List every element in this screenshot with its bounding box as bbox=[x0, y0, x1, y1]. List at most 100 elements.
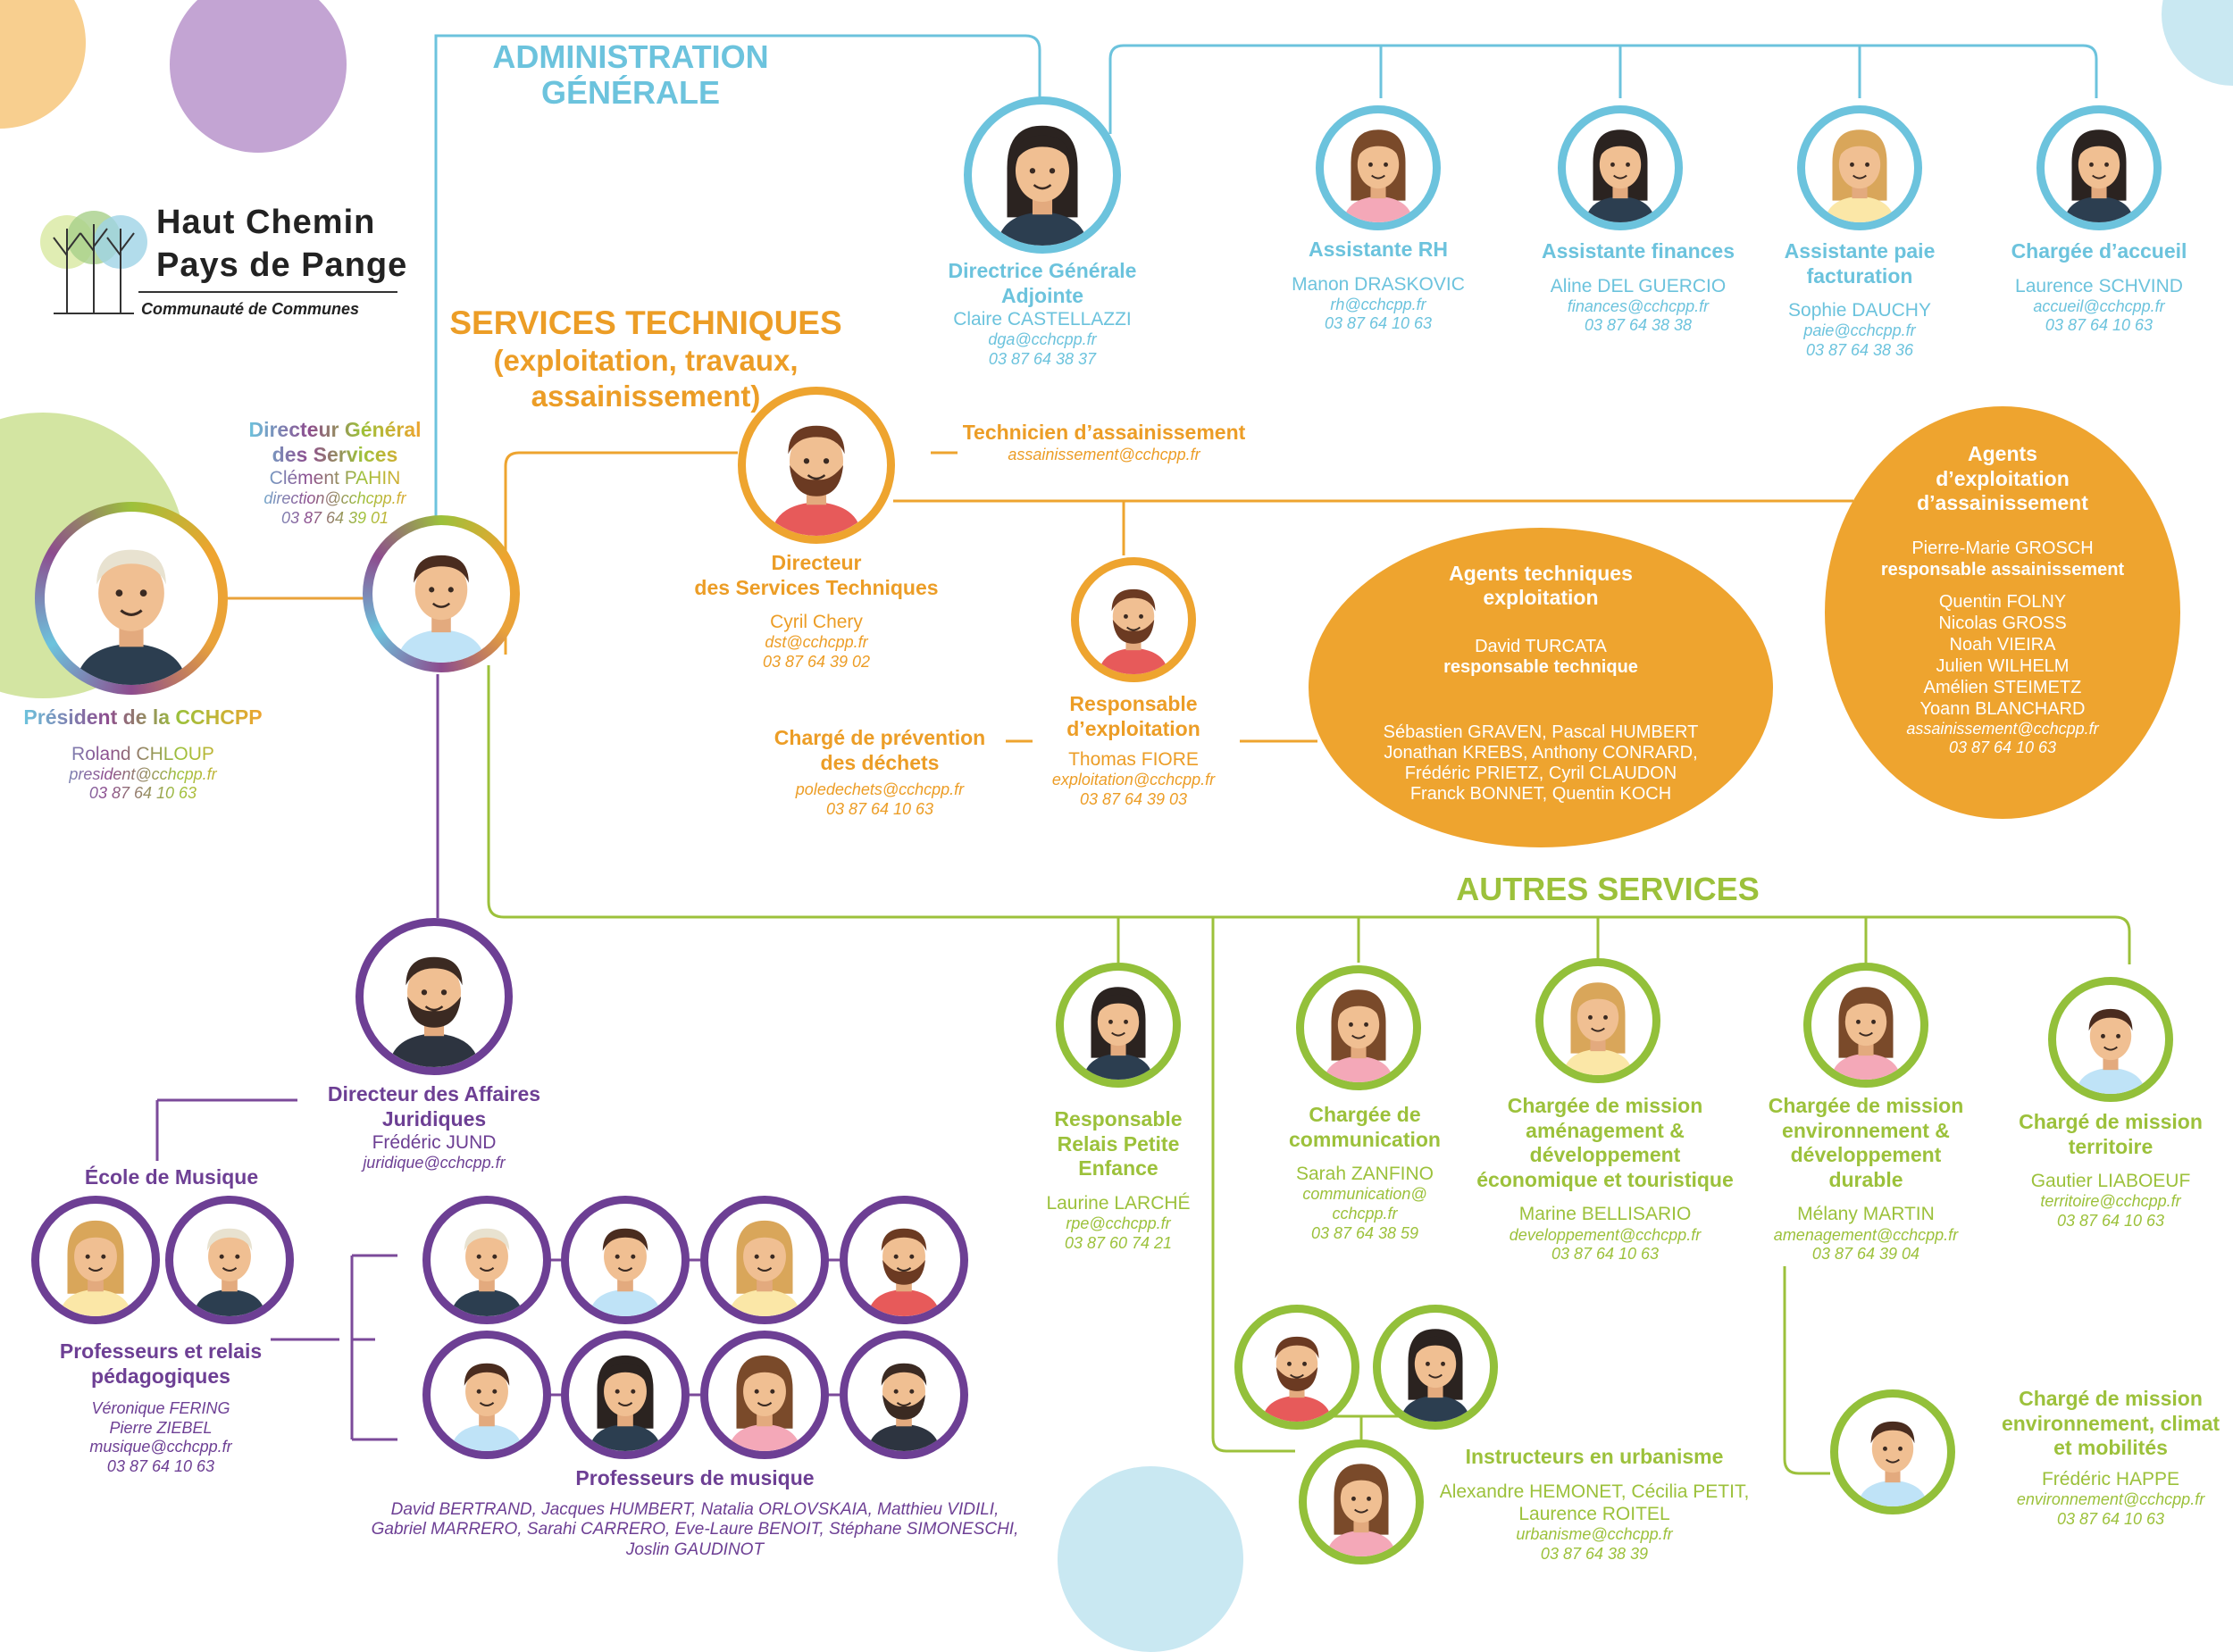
role-title: Chargée de mission bbox=[1507, 1094, 1703, 1117]
person-name: Laurence SCHVIND bbox=[2015, 275, 2183, 296]
admin-title-line2: GÉNÉRALE bbox=[540, 73, 721, 111]
phone: 03 87 64 10 63 bbox=[1324, 314, 1433, 333]
autres-section-title: AUTRES SERVICES bbox=[1456, 871, 1760, 907]
profs-musique-card: Professeurs de musique David BERTRAND, J… bbox=[372, 1466, 1019, 1561]
trees-logo-icon bbox=[40, 211, 147, 314]
member-name: Quentin FOLNY bbox=[1938, 591, 2067, 612]
role-title: Assistante finances bbox=[1541, 239, 1735, 263]
group-title: exploitation bbox=[1483, 586, 1599, 609]
phone: 03 87 64 10 63 bbox=[2056, 1211, 2165, 1230]
email[interactable]: assainissement@cchcpp.fr bbox=[1008, 445, 1200, 463]
member-name: Noah VIEIRA bbox=[1949, 634, 2056, 655]
email[interactable]: dga@cchcpp.fr bbox=[988, 330, 1097, 349]
person-name: Sarah ZANFINO bbox=[1295, 1164, 1434, 1185]
person-face-icon bbox=[1261, 1336, 1333, 1422]
email[interactable]: musique@cchcpp.fr bbox=[89, 1438, 232, 1456]
lead-name: Pierre-Marie GROSCH bbox=[1911, 538, 2094, 558]
phone: 03 87 64 39 04 bbox=[1811, 1245, 1920, 1264]
phone: 03 87 64 39 01 bbox=[248, 509, 421, 529]
avatar-amenagement bbox=[1535, 958, 1660, 1083]
role-title: économique et touristique bbox=[1476, 1167, 1734, 1191]
juridique-card: Directeur des Affaires Juridiques Frédér… bbox=[328, 1082, 540, 1173]
person-name: Marine BELLISARIO bbox=[1518, 1204, 1692, 1225]
accueil-card: Chargée d’accueil Laurence SCHVIND accue… bbox=[2011, 239, 2187, 336]
finances-card: Assistante finances Aline DEL GUERCIO fi… bbox=[1542, 239, 1735, 336]
decor-circle-purple bbox=[170, 0, 347, 153]
role-title: Directeur Général bbox=[248, 418, 422, 441]
role-title: facturation bbox=[1806, 263, 1913, 288]
email[interactable]: finances@cchcpp.fr bbox=[1567, 296, 1710, 315]
email[interactable]: cchcpp.fr bbox=[1332, 1204, 1398, 1222]
role-title: des déchets bbox=[820, 750, 940, 774]
group-title: Agents bbox=[1968, 442, 2037, 465]
avatar-urbanisme-1 bbox=[1234, 1305, 1359, 1430]
email[interactable]: direction@cchcpp.fr bbox=[248, 489, 421, 509]
person-name: Gautier LIABOEUF bbox=[2030, 1171, 2191, 1192]
avatar-director-tech bbox=[738, 387, 895, 544]
phone: 03 87 64 39 03 bbox=[1079, 789, 1188, 808]
logo-sub: Communauté de Communes bbox=[141, 300, 360, 318]
person-face-icon bbox=[1083, 987, 1154, 1080]
email[interactable]: assainissement@cchcpp.fr bbox=[1906, 719, 2099, 738]
role-title: Président de la CCHCPP bbox=[23, 705, 263, 729]
amenagement-card: Chargée de mission aménagement & dévelop… bbox=[1476, 1094, 1734, 1264]
email[interactable]: environnement@cchcpp.fr bbox=[2016, 1489, 2205, 1508]
role-title: Chargé de prévention bbox=[774, 726, 986, 749]
role-title: Professeurs de musique bbox=[575, 1466, 815, 1489]
role-title: des Services Techniques bbox=[694, 575, 939, 599]
avatar-communication bbox=[1296, 965, 1421, 1090]
email[interactable]: rh@cchcpp.fr bbox=[1330, 295, 1426, 313]
avatar-rh bbox=[1316, 105, 1441, 230]
members-line: Frédéric PRIETZ, Cyril CLAUDON bbox=[1404, 763, 1677, 783]
member-name: Julien WILHELM bbox=[1936, 655, 2070, 676]
ecole-musique-label: École de Musique bbox=[84, 1165, 259, 1189]
email[interactable]: developpement@cchcpp.fr bbox=[1509, 1225, 1702, 1244]
phone: 03 87 64 10 63 bbox=[106, 1456, 215, 1475]
role-title: Chargé de mission bbox=[2019, 1387, 2203, 1410]
role-title: environnement, climat bbox=[2001, 1411, 2220, 1435]
role-title: Juridiques bbox=[381, 1106, 487, 1131]
person-name: Véronique FERING bbox=[91, 1399, 230, 1418]
exploitation-card: Responsable d’exploitation Thomas FIORE … bbox=[1052, 692, 1215, 810]
tech-title-line1: SERVICES TECHNIQUES bbox=[449, 305, 842, 341]
phone: 03 87 64 10 63 bbox=[2045, 316, 2154, 335]
person-face-icon bbox=[450, 1228, 523, 1316]
avatar-ecole-1 bbox=[31, 1196, 160, 1324]
dechets-card: Chargé de prévention des déchets poledec… bbox=[774, 726, 985, 819]
phone: 03 87 64 38 36 bbox=[1805, 340, 1914, 359]
email[interactable]: amenagement@cchcpp.fr bbox=[1773, 1225, 1959, 1244]
phone: 03 87 64 38 59 bbox=[1310, 1223, 1419, 1242]
avatar-climat bbox=[1830, 1389, 1955, 1514]
members-line: Franck BONNET, Quentin KOCH bbox=[1409, 784, 1672, 804]
email[interactable]: poledechets@cchcpp.fr bbox=[795, 780, 965, 799]
lead-role: responsable technique bbox=[1443, 657, 1638, 677]
names-line: David BERTRAND, Jacques HUMBERT, Natalia… bbox=[390, 1499, 999, 1519]
phone: 03 87 64 10 63 bbox=[1948, 738, 2057, 757]
person-face-icon bbox=[1342, 129, 1414, 222]
person-name: Frédéric JUND bbox=[372, 1132, 497, 1154]
email[interactable]: rpe@cchcpp.fr bbox=[1066, 1214, 1171, 1232]
email[interactable]: urbanisme@cchcpp.fr bbox=[1516, 1524, 1673, 1543]
email[interactable]: accueil@cchcpp.fr bbox=[2033, 296, 2165, 315]
email[interactable]: paie@cchcpp.fr bbox=[1803, 321, 1916, 340]
avatar-president bbox=[35, 502, 228, 695]
avatar-environnement bbox=[1803, 963, 1928, 1088]
phone: 03 87 64 38 39 bbox=[1540, 1544, 1649, 1563]
avatar-prof bbox=[840, 1196, 968, 1324]
role-title: territoire bbox=[2068, 1134, 2154, 1158]
email[interactable]: president@cchcpp.fr bbox=[23, 765, 262, 785]
email[interactable]: territoire@cchcpp.fr bbox=[2040, 1192, 2181, 1211]
person-face-icon bbox=[867, 1363, 941, 1451]
phone: 03 87 64 10 63 bbox=[23, 784, 262, 804]
phone: 03 87 64 38 38 bbox=[1584, 316, 1693, 335]
avatar-prof bbox=[422, 1331, 551, 1459]
lead-name: David TURCATA bbox=[1475, 637, 1607, 656]
avatar-juridique bbox=[355, 918, 513, 1075]
email[interactable]: juridique@cchcpp.fr bbox=[363, 1154, 506, 1172]
email[interactable]: communication@ bbox=[1302, 1185, 1427, 1204]
email[interactable]: dst@cchcpp.fr bbox=[765, 633, 868, 652]
email[interactable]: exploitation@cchcpp.fr bbox=[1051, 771, 1216, 789]
person-face-icon bbox=[2075, 1008, 2146, 1094]
member-name: Yoann BLANCHARD bbox=[1919, 698, 2086, 719]
dga-card: Directrice Générale Adjointe Claire CAST… bbox=[949, 259, 1137, 370]
